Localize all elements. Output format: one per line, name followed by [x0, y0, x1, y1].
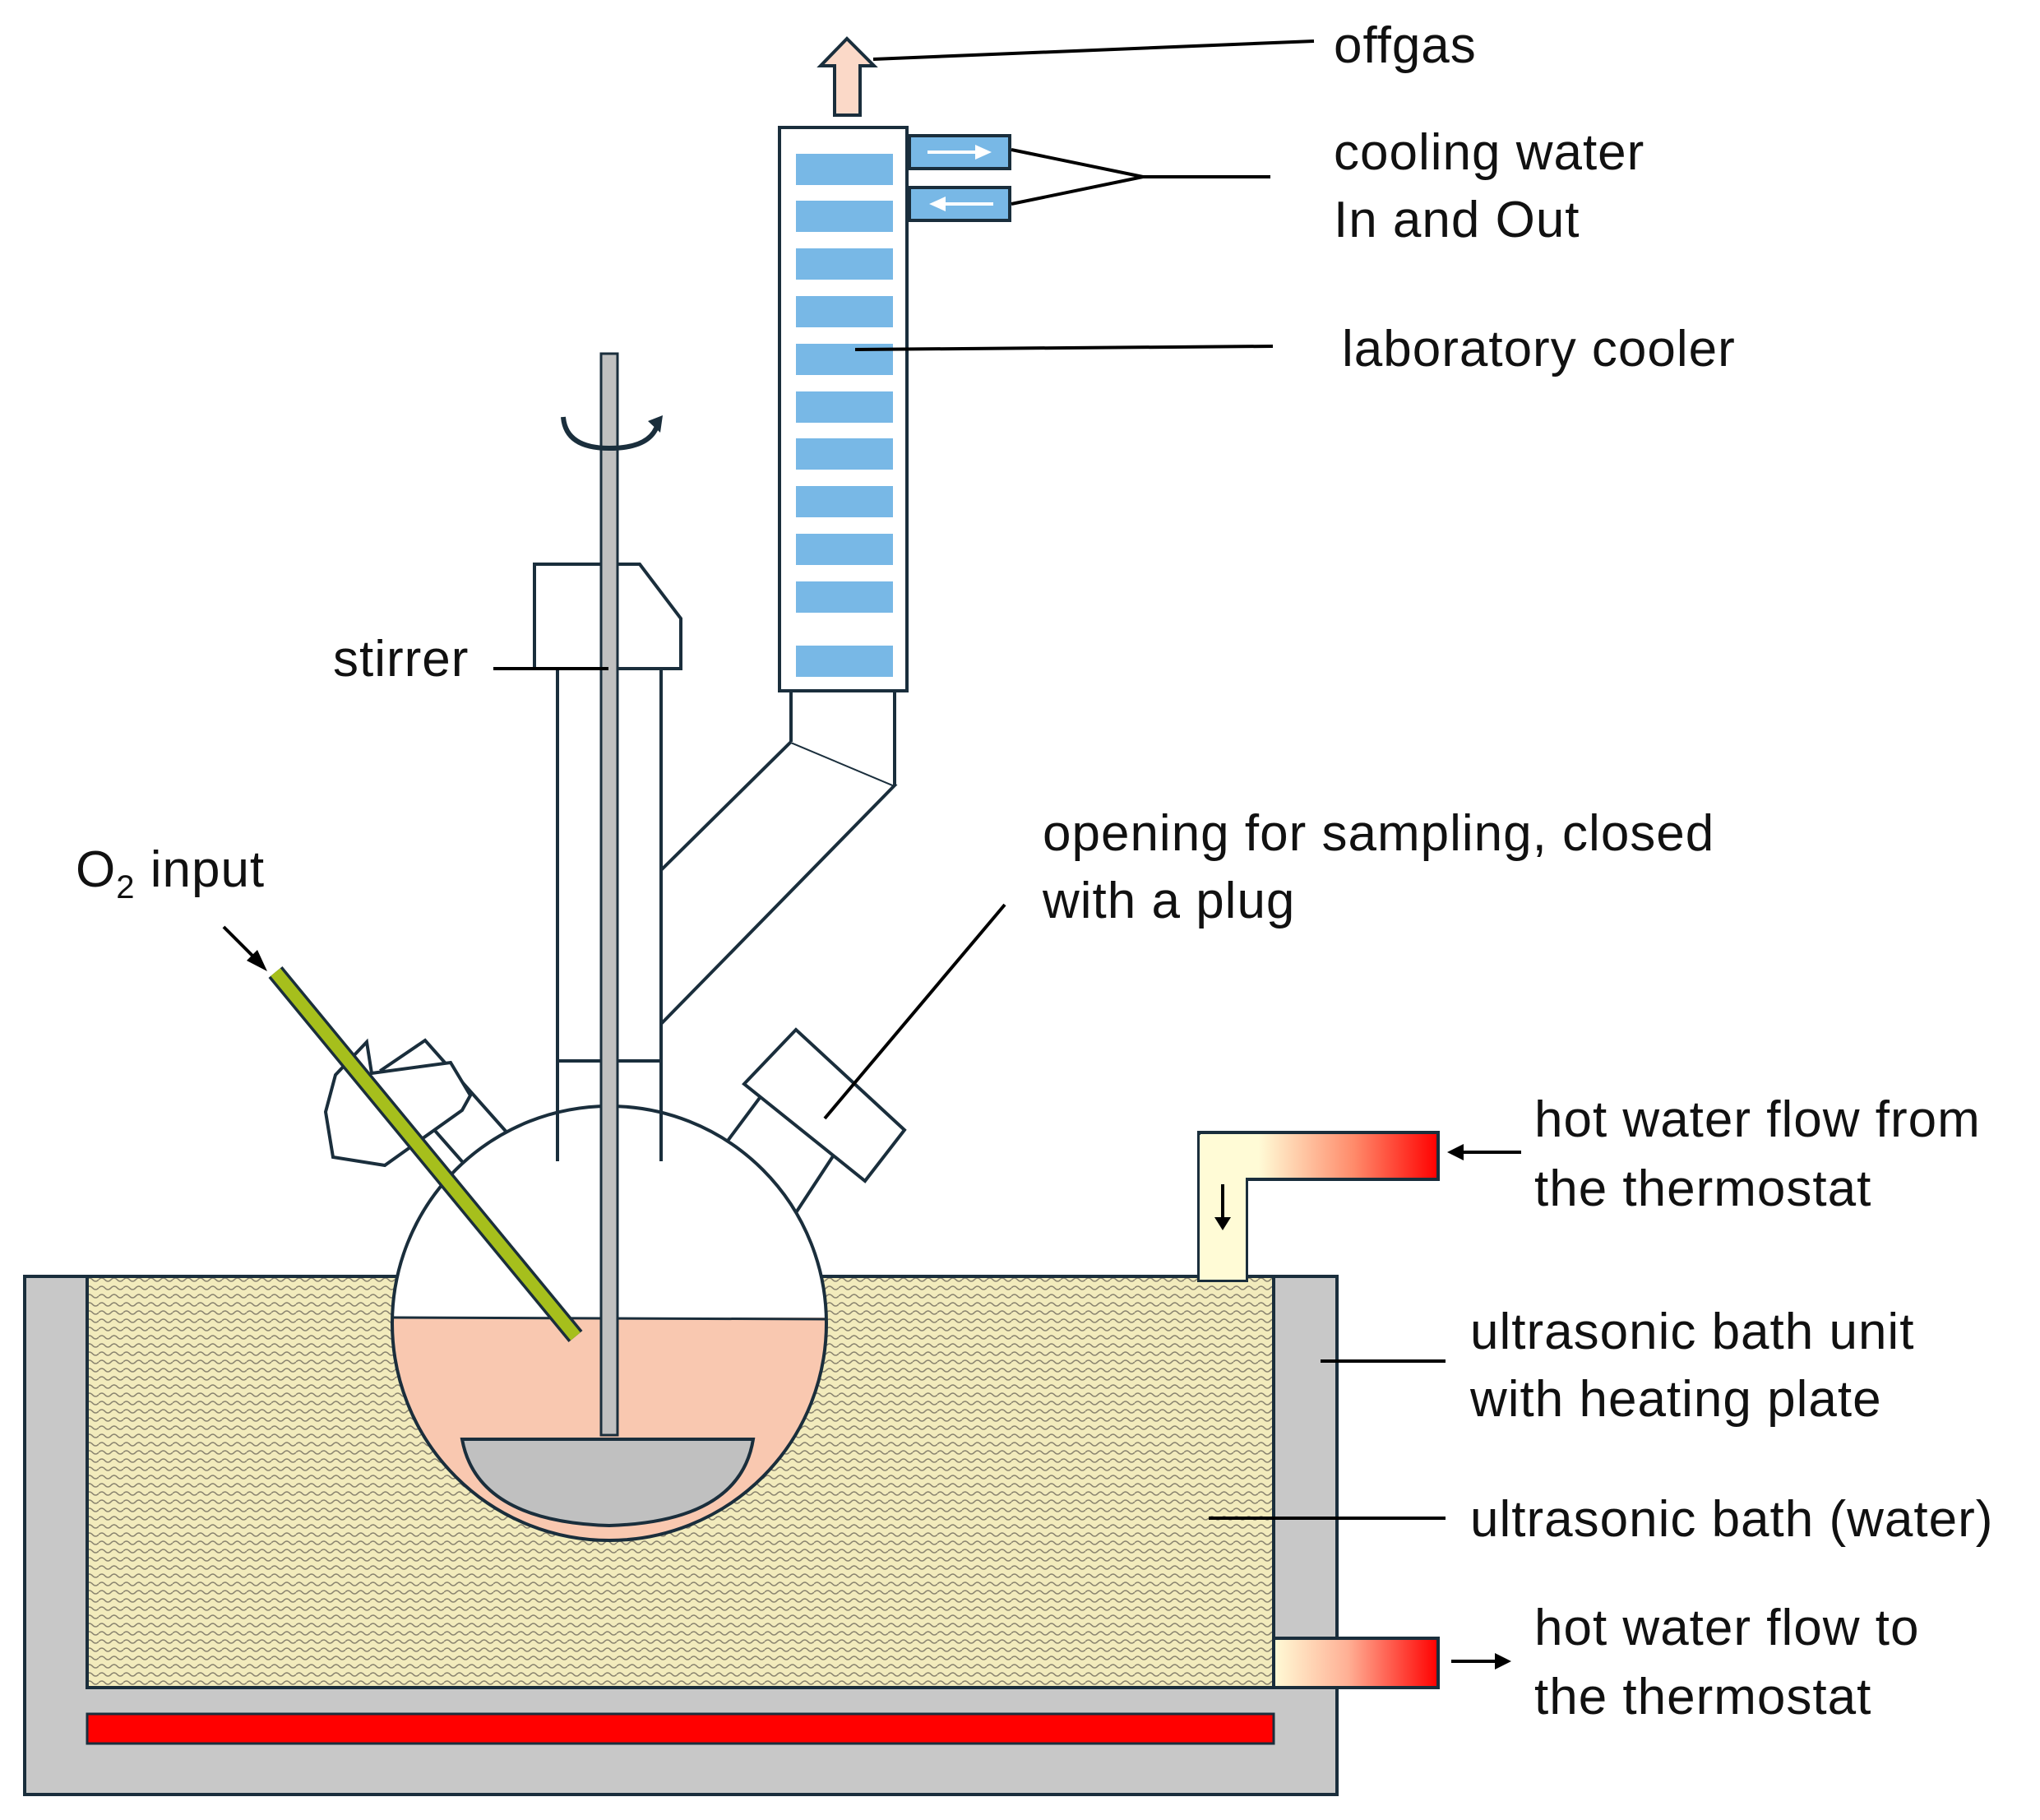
stirrer — [460, 352, 756, 1528]
sampling-label-line2: with a plug — [1042, 873, 1295, 929]
laboratory-cooler-label: laboratory cooler — [1342, 321, 1736, 377]
stirrer-rod — [599, 352, 619, 1437]
o2-input-arrow-icon — [222, 925, 267, 971]
sampling-label-line1: opening for sampling, closed — [1043, 805, 1714, 862]
up-arrow-icon — [816, 36, 878, 117]
hot-in-label-line2: the thermostat — [1534, 1160, 1871, 1217]
bath-unit-label-line2: with heating plate — [1469, 1371, 1882, 1428]
flow-out-arrow-icon — [1451, 1653, 1511, 1669]
cooling-water-label-line1: cooling water — [1334, 124, 1644, 181]
leader-lines — [222, 39, 1521, 1669]
flow-in-arrow-icon — [1447, 1144, 1521, 1160]
down-arrow-icon — [1214, 1184, 1231, 1230]
cooling-water-label-line2: In and Out — [1334, 192, 1580, 248]
bath-water-label: ultrasonic bath (water) — [1470, 1491, 1993, 1548]
cooling-water-inlet — [908, 134, 1011, 170]
offgas-leader — [872, 39, 1315, 61]
o2-input-label: O2 input — [76, 841, 265, 905]
offgas-label: offgas — [1334, 17, 1477, 74]
stirrer-paddle — [460, 1438, 756, 1528]
cooling-out-leader — [1011, 175, 1144, 206]
hot-water-outlet-pipe — [1272, 1637, 1440, 1689]
sampling-leader — [823, 903, 1006, 1120]
cooling-in-leader — [1011, 148, 1144, 178]
cooler-fins — [796, 154, 893, 677]
bath-unit-label-line1: ultrasonic bath unit — [1470, 1304, 1914, 1360]
left-arrow-icon — [929, 197, 993, 211]
stirrer-label: stirrer — [333, 631, 469, 688]
rotation-arrow-icon — [561, 415, 663, 452]
right-arrow-icon — [927, 145, 992, 160]
hot-out-label-line1: hot water flow to — [1534, 1600, 1919, 1656]
hot-out-label-line2: the thermostat — [1534, 1669, 1871, 1725]
heating-plate — [86, 1712, 1275, 1745]
cooler-leader — [854, 345, 1274, 351]
hot-in-label-line1: hot water flow from — [1534, 1091, 1981, 1148]
laboratory-cooler — [778, 126, 1011, 692]
sampling-plug — [742, 1027, 907, 1183]
labels: offgas cooling water In and Out laborato… — [76, 17, 1993, 1725]
hot-water-inlet-pipe — [1197, 1131, 1440, 1282]
